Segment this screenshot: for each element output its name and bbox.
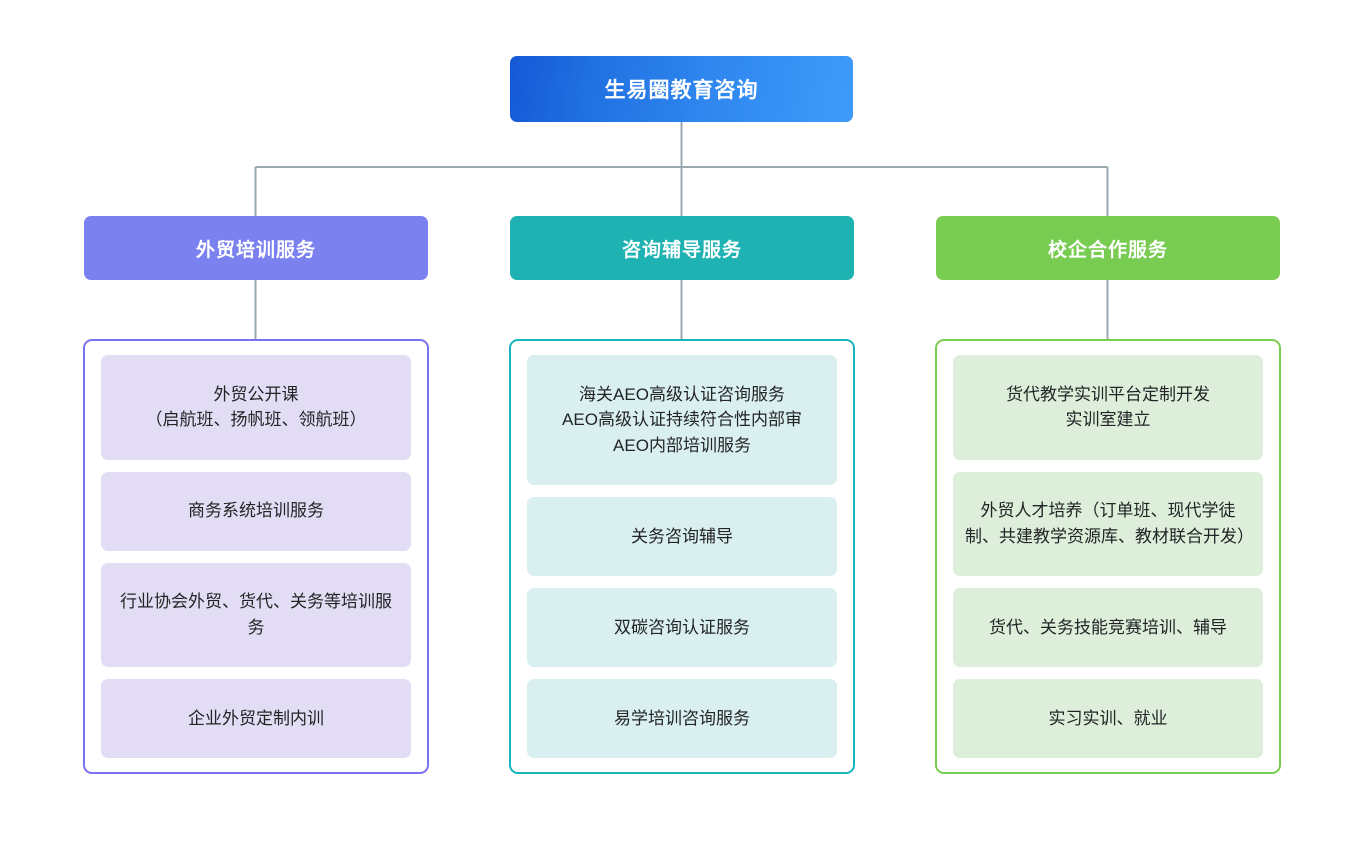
service-item[interactable]: 海关AEO高级认证咨询服务 AEO高级认证持续符合性内部审 AEO内部培训服务 (527, 355, 837, 485)
category-box-2: 货代教学实训平台定制开发 实训室建立 外贸人才培养（订单班、现代学徒制、共建教学… (935, 339, 1281, 774)
category-header-label: 校企合作服务 (1047, 239, 1168, 261)
category-header-label: 外贸培训服务 (195, 239, 316, 261)
service-item[interactable]: 外贸公开课 （启航班、扬帆班、领航班） (101, 355, 411, 460)
service-item[interactable]: 货代、关务技能竞赛培训、辅导 (953, 588, 1263, 667)
service-item[interactable]: 货代教学实训平台定制开发 实训室建立 (953, 355, 1263, 460)
category-header-0[interactable]: 外贸培训服务 (84, 216, 428, 280)
service-item[interactable]: 双碳咨询认证服务 (527, 588, 837, 667)
service-item[interactable]: 商务系统培训服务 (101, 471, 411, 551)
service-item[interactable]: 外贸人才培养（订单班、现代学徒制、共建教学资源库、教材联合开发） (953, 471, 1263, 576)
service-item[interactable]: 易学培训咨询服务 (527, 679, 837, 758)
category-header-2[interactable]: 校企合作服务 (936, 216, 1280, 280)
category-box-1: 海关AEO高级认证咨询服务 AEO高级认证持续符合性内部审 AEO内部培训服务 … (509, 339, 855, 774)
category-header-label: 咨询辅导服务 (621, 239, 742, 261)
category-header-1[interactable]: 咨询辅导服务 (510, 216, 854, 280)
root-node[interactable]: 生易圈教育咨询 (510, 56, 853, 122)
service-item[interactable]: 实习实训、就业 (953, 679, 1263, 758)
service-item[interactable]: 企业外贸定制内训 (101, 679, 411, 758)
service-item[interactable]: 行业协会外贸、货代、关务等培训服务 (101, 562, 411, 667)
root-node-label: 生易圈教育咨询 (604, 79, 759, 102)
category-box-0: 外贸公开课 （启航班、扬帆班、领航班） 商务系统培训服务 行业协会外贸、货代、关… (83, 339, 429, 774)
service-item[interactable]: 关务咨询辅导 (527, 497, 837, 576)
